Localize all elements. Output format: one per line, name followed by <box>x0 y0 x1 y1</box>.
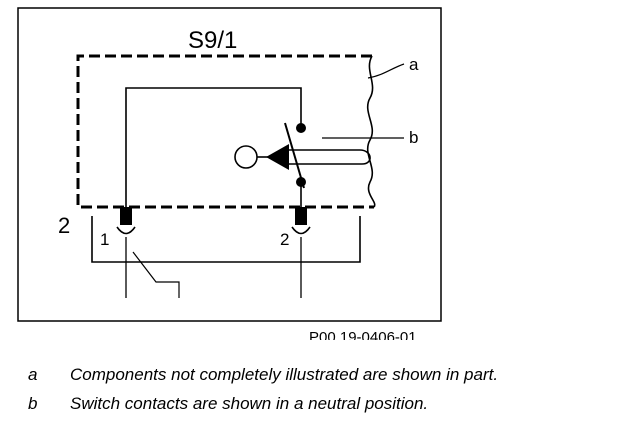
switch-diagram: S9/1 a b 2 1 2 P00.19-0406-01 <box>17 7 442 340</box>
actuator-shaft <box>289 149 371 165</box>
terminal-1 <box>120 207 132 225</box>
connector-label: 2 <box>58 213 70 238</box>
component-boundary <box>76 54 374 209</box>
terminal-2-socket <box>291 226 311 235</box>
diagram-frame <box>17 7 442 322</box>
wire-shield-leader <box>132 251 180 298</box>
upper-contact <box>296 123 306 133</box>
legend-text-b: Switch contacts are shown in a neutral p… <box>70 394 429 413</box>
actuator-arrowhead <box>266 144 289 170</box>
actuator-knob <box>234 145 258 169</box>
figure-code: P00.19-0406-01 <box>309 329 417 340</box>
pin-label-1: 1 <box>100 230 109 249</box>
callout-label-a: a <box>409 55 419 74</box>
pin-label-2: 2 <box>280 230 289 249</box>
terminal-2 <box>295 207 307 225</box>
callout-label-b: b <box>409 128 418 147</box>
legend-key-b: b <box>28 394 38 413</box>
partial-break-line <box>366 55 376 208</box>
legend-row-a: a Components not completely illustrated … <box>0 363 640 387</box>
internal-wire-1 <box>125 87 302 212</box>
legend-text-a: Components not completely illustrated ar… <box>70 365 499 384</box>
connector-housing <box>91 216 361 263</box>
component-label: S9/1 <box>188 27 237 54</box>
legend-row-b: b Switch contacts are shown in a neutral… <box>0 392 640 416</box>
switch-blade <box>284 122 305 189</box>
terminal-1-socket <box>116 226 136 235</box>
legend-key-a: a <box>28 365 38 384</box>
callout-leader-a <box>367 63 405 79</box>
